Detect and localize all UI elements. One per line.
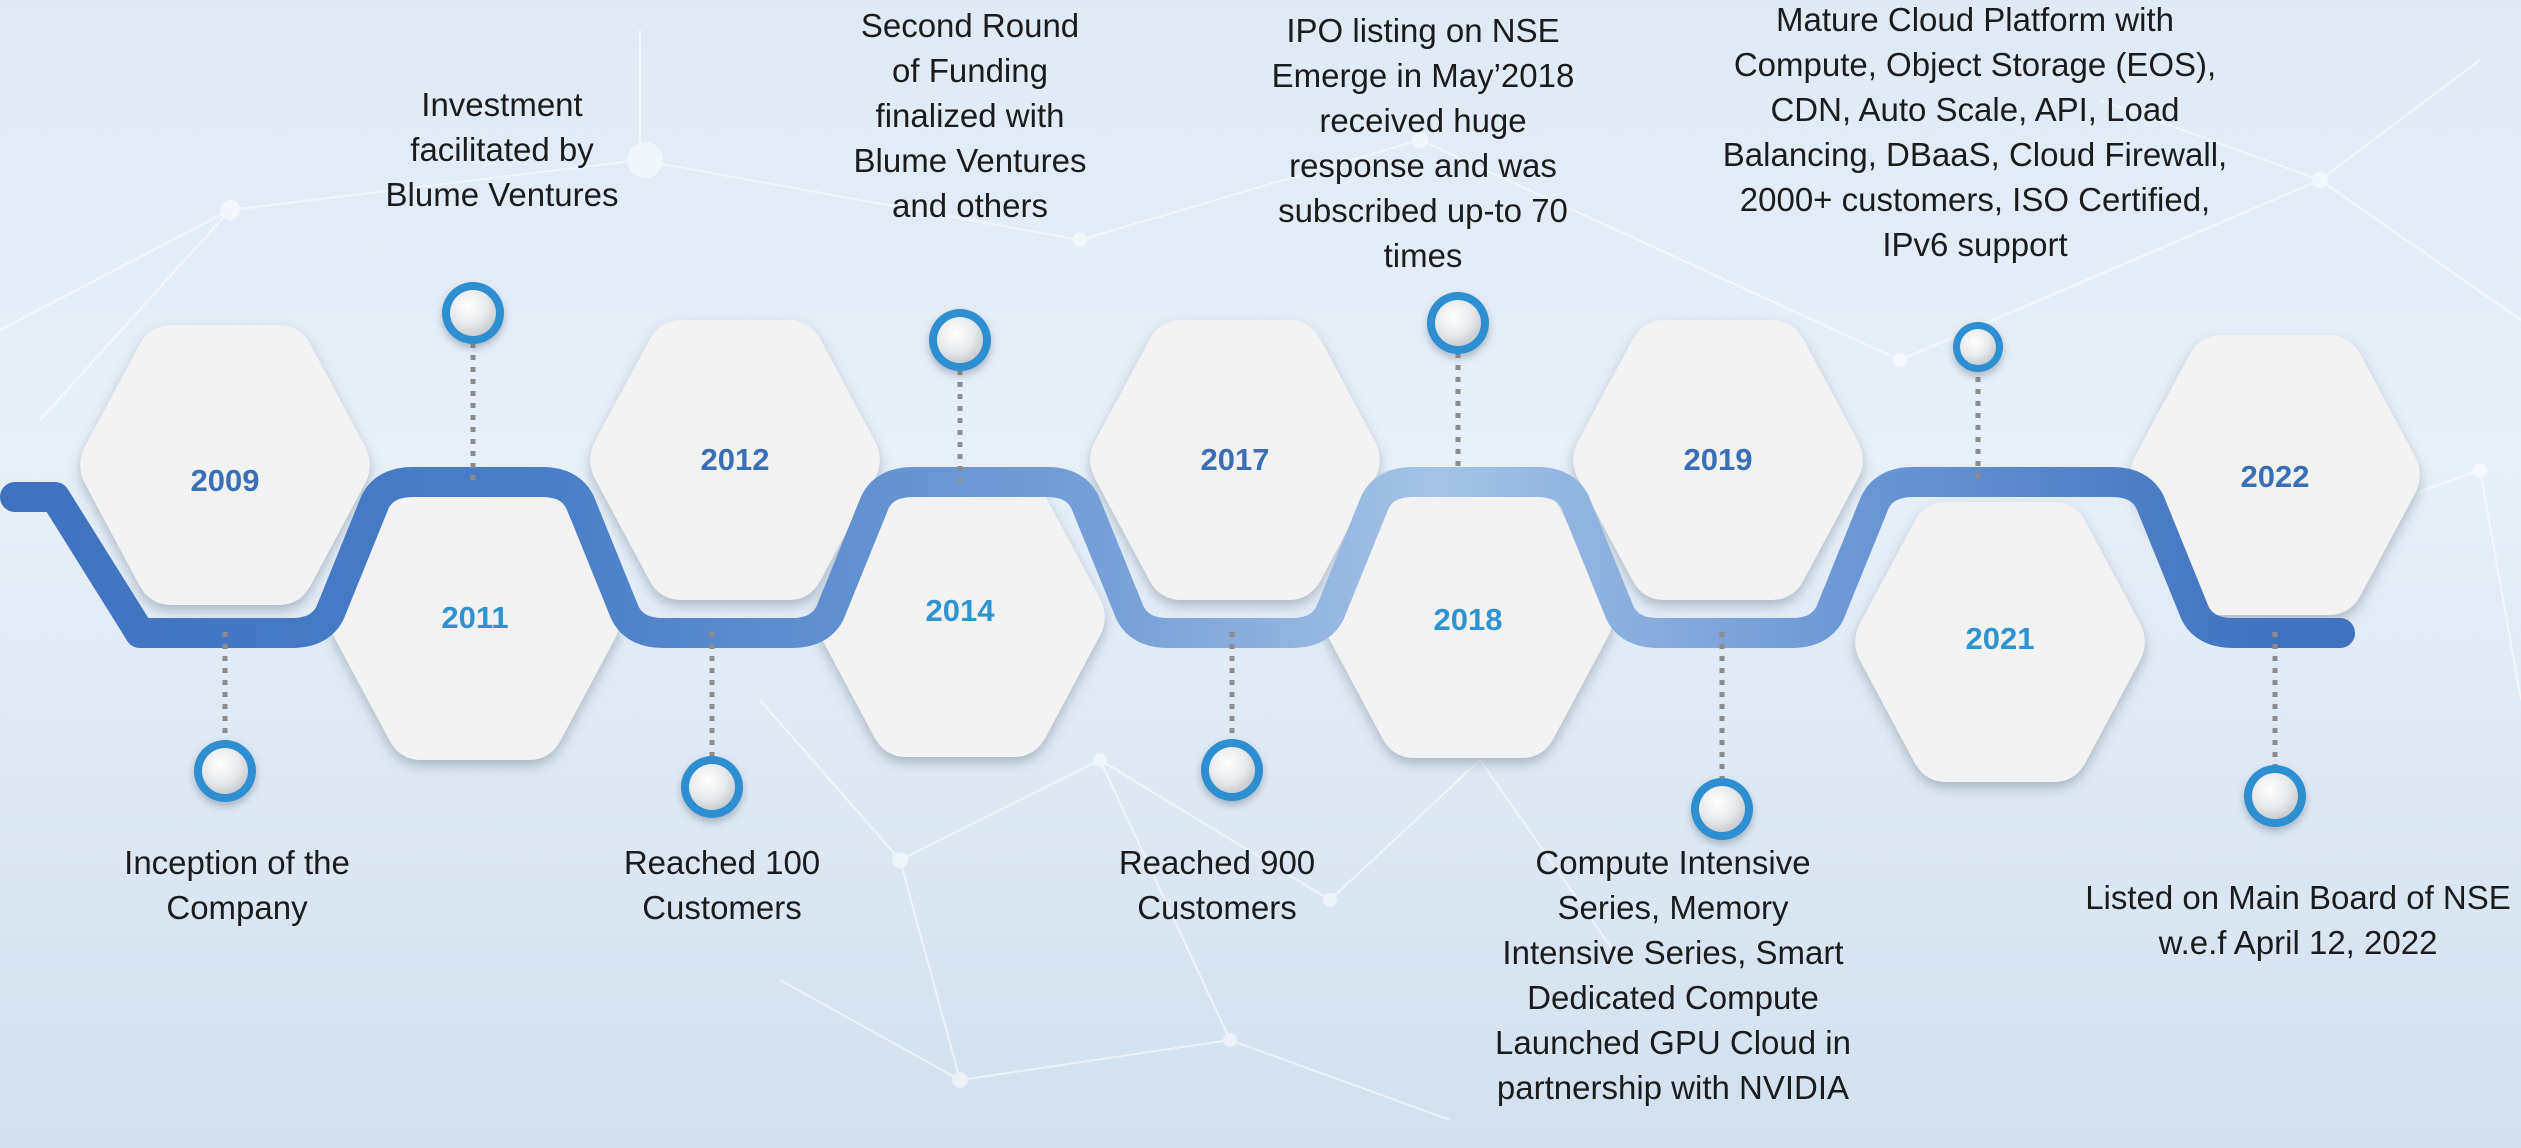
year-label: 2021 <box>1966 621 2035 656</box>
caption-line: subscribed up-to 70 <box>1278 192 1568 229</box>
caption-line: Customers <box>1137 889 1297 926</box>
caption-line: and others <box>892 187 1048 224</box>
caption-line: times <box>1383 237 1463 274</box>
milestone-node-2022 <box>2244 765 2306 827</box>
connector-layer <box>222 343 2278 779</box>
caption-line: w.e.f April 12, 2022 <box>2158 924 2438 961</box>
caption-line: Blume Ventures <box>853 142 1087 179</box>
caption-line: Intensive Series, Smart <box>1502 934 1844 971</box>
year-label: 2011 <box>441 600 508 635</box>
milestone-node-2017 <box>1201 739 1263 801</box>
caption-line: Blume Ventures <box>385 176 619 213</box>
hexagon-2017 <box>1090 320 1380 600</box>
year-label: 2018 <box>1434 602 1503 637</box>
hexagon-2012 <box>590 320 880 600</box>
hexagon-2014 <box>815 477 1105 757</box>
milestone-node-2012 <box>681 756 743 818</box>
caption-line: facilitated by <box>410 131 594 168</box>
caption-line: Series, Memory <box>1557 889 1789 926</box>
hexagon-2021 <box>1855 502 2145 782</box>
caption-line: Emerge in May’2018 <box>1271 57 1575 94</box>
year-label-layer: 2009 2011 2012 2014 2017 2018 2019 2021 2022 <box>191 442 2310 656</box>
milestone-node-2018 <box>1427 292 1489 354</box>
caption-line: partnership with NVIDIA <box>1496 1069 1850 1106</box>
hexagon-2019 <box>1573 320 1863 600</box>
caption-line: Reached 900 <box>1118 844 1316 881</box>
caption-line: Launched GPU Cloud in <box>1495 1024 1851 1061</box>
hexagon-layer <box>80 320 2420 782</box>
caption-line: Investment <box>421 86 583 123</box>
caption-line: Compute Intensive <box>1535 844 1811 881</box>
caption-line: Dedicated Compute <box>1527 979 1819 1016</box>
milestone-node-2011 <box>442 282 504 344</box>
caption-line: Listed on Main Board of NSE <box>2085 879 2511 916</box>
milestone-caption-2011: Investment facilitated by Blume Ventures <box>202 82 802 217</box>
node-layer <box>194 282 2306 840</box>
year-label: 2009 <box>191 463 260 498</box>
caption-line: Reached 100 <box>623 844 821 881</box>
milestone-node-2009 <box>194 740 256 802</box>
hexagon-2018 <box>1323 478 1613 758</box>
caption-line: finalized with <box>875 97 1065 134</box>
caption-line: received huge <box>1319 102 1527 139</box>
milestone-node-2014 <box>929 309 991 371</box>
caption-line: Mature Cloud Platform with <box>1776 1 2174 38</box>
caption-line: Company <box>166 889 308 926</box>
hexagon-2011 <box>330 480 620 760</box>
caption-line: 2000+ customers, ISO Certified, <box>1739 181 2211 218</box>
year-label: 2012 <box>701 442 770 477</box>
hexagon-2022 <box>2130 335 2420 615</box>
caption-line: Compute, Object Storage (EOS), <box>1733 46 2217 83</box>
caption-line: CDN, Auto Scale, API, Load <box>1770 91 2180 128</box>
year-label: 2019 <box>1684 442 1753 477</box>
milestone-node-2021 <box>1953 322 2003 372</box>
caption-line: Customers <box>642 889 802 926</box>
caption-line: response and was <box>1289 147 1557 184</box>
milestone-node-2019 <box>1691 778 1753 840</box>
year-label: 2017 <box>1201 442 1270 477</box>
milestone-caption-2018: IPO listing on NSE Emerge in May’2018 rece… <box>1123 8 1723 278</box>
timeline-ribbon <box>0 467 2355 648</box>
caption-line: Second Round <box>860 7 1080 44</box>
milestone-caption-2022: Listed on Main Board of NSE w.e.f April 1… <box>1998 875 2521 965</box>
caption-line: IPv6 support <box>1882 226 2068 263</box>
caption-line: of Funding <box>892 52 1048 89</box>
caption-line: Inception of the <box>124 844 350 881</box>
caption-line: IPO listing on NSE <box>1286 12 1560 49</box>
year-label: 2014 <box>926 593 996 628</box>
year-label: 2022 <box>2241 459 2310 494</box>
hexagon-2009 <box>80 325 370 605</box>
caption-line: Balancing, DBaaS, Cloud Firewall, <box>1722 136 2228 173</box>
